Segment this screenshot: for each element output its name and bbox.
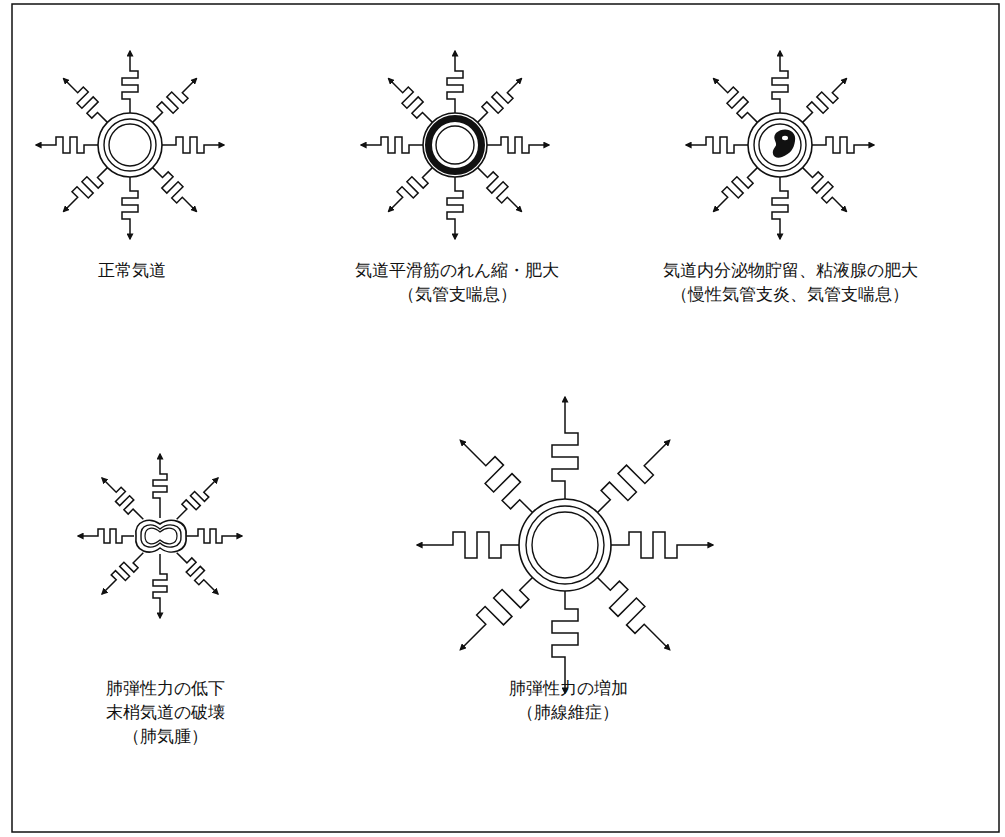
tether-arrow [177,478,218,519]
tether-arrow [153,454,167,518]
condition-label: 気道内分泌物貯留、粘液腺の肥大 （慢性気管支炎、気管支喘息） [663,258,918,306]
tether-arrow [64,168,108,212]
tether-arrow [102,553,143,594]
tether-arrow [552,591,578,693]
tether-arrow [153,79,197,123]
tether-arrow [447,177,463,239]
condition-label: 正常気道 [98,258,166,282]
fibrosis-airway [519,499,611,591]
tether-arrow [389,168,433,212]
tether-arrow [447,51,463,113]
tether-arrow [686,137,748,153]
tether-arrow [162,137,224,153]
tether-arrow [102,478,143,519]
tether-arrow [460,440,532,512]
tether-arrow [803,168,847,212]
tether-arrow [611,532,713,558]
tether-arrow [714,79,758,123]
tether-arrow [361,137,423,153]
tether-arrow [772,51,788,113]
tether-arrow [36,137,98,153]
tether-arrow [153,554,167,618]
tether-arrow [803,79,847,123]
frame [12,4,999,832]
tether-arrow [78,529,134,543]
tether-arrow [389,79,433,123]
tether-arrow [714,168,758,212]
tethering-arrows [36,51,874,693]
tether-arrow [177,553,218,594]
tether-arrow [122,177,138,239]
tether-arrow [153,168,197,212]
tether-arrow [417,532,519,558]
condition-label: 肺弾性力の増加 （肺線維症） [509,676,628,724]
tether-arrow [478,168,522,212]
tether-arrow [812,137,874,153]
tether-arrow [186,529,242,543]
tether-arrow [478,79,522,123]
emphysema-airway [136,520,186,552]
normal-airway [98,113,162,177]
asthma-airway [423,113,487,177]
condition-label: 肺弾性力の低下 末梢気道の破壊 （肺気腫） [106,676,225,748]
tether-arrow [460,578,532,650]
tether-arrow [122,51,138,113]
tether-arrow [598,578,670,650]
tether-arrow [487,137,549,153]
condition-label: 気道平滑筋のれん縮・肥大 （気管支喘息） [355,258,559,306]
tether-arrow [552,397,578,499]
secretion-airway [748,113,812,177]
tether-arrow [772,177,788,239]
tether-arrow [64,79,108,123]
tether-arrow [598,440,670,512]
